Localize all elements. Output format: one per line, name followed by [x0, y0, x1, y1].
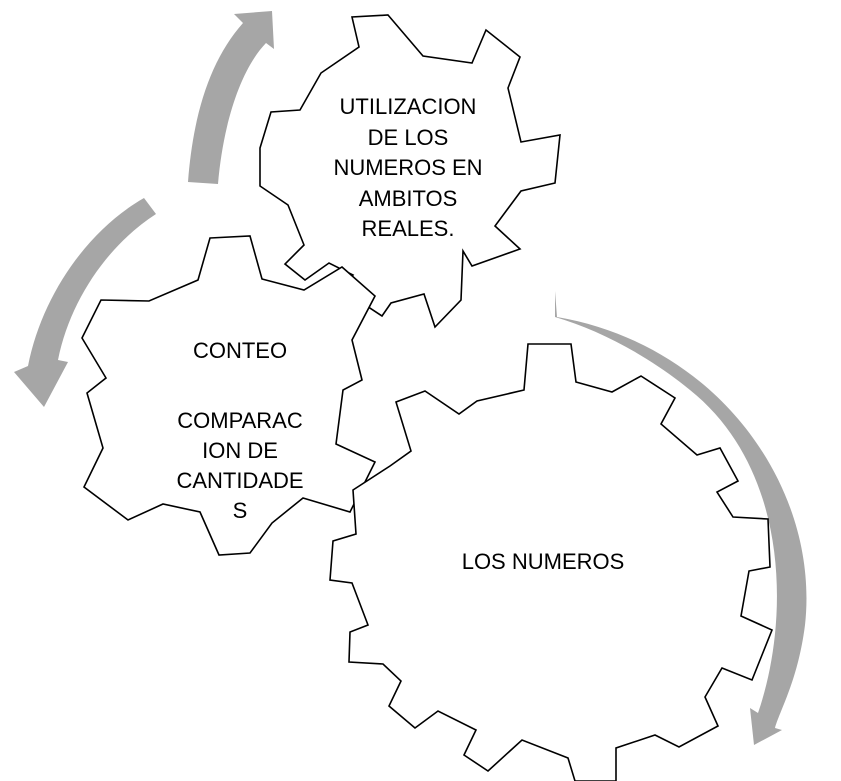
conteo-label: CONTEO	[192, 338, 288, 363]
gear-numeros-label: LOS NUMEROS	[461, 549, 625, 574]
gear-conteo	[81, 235, 377, 556]
arrow-left-down	[14, 198, 156, 407]
arrow-right-down	[555, 291, 807, 745]
gear-utilizacion-label: UTILIZACION DE LOS NUMEROS EN AMBITOS RE…	[333, 94, 483, 241]
gear-numeros	[329, 343, 774, 781]
arrow-up-top	[188, 11, 274, 184]
gear-conteo-label: CONTEO COMPARAC ION DE CANTIDADE S	[162, 309, 318, 552]
gear-utilizacion	[259, 14, 561, 329]
comparacion-label: COMPARAC ION DE CANTIDADE S	[176, 408, 304, 523]
